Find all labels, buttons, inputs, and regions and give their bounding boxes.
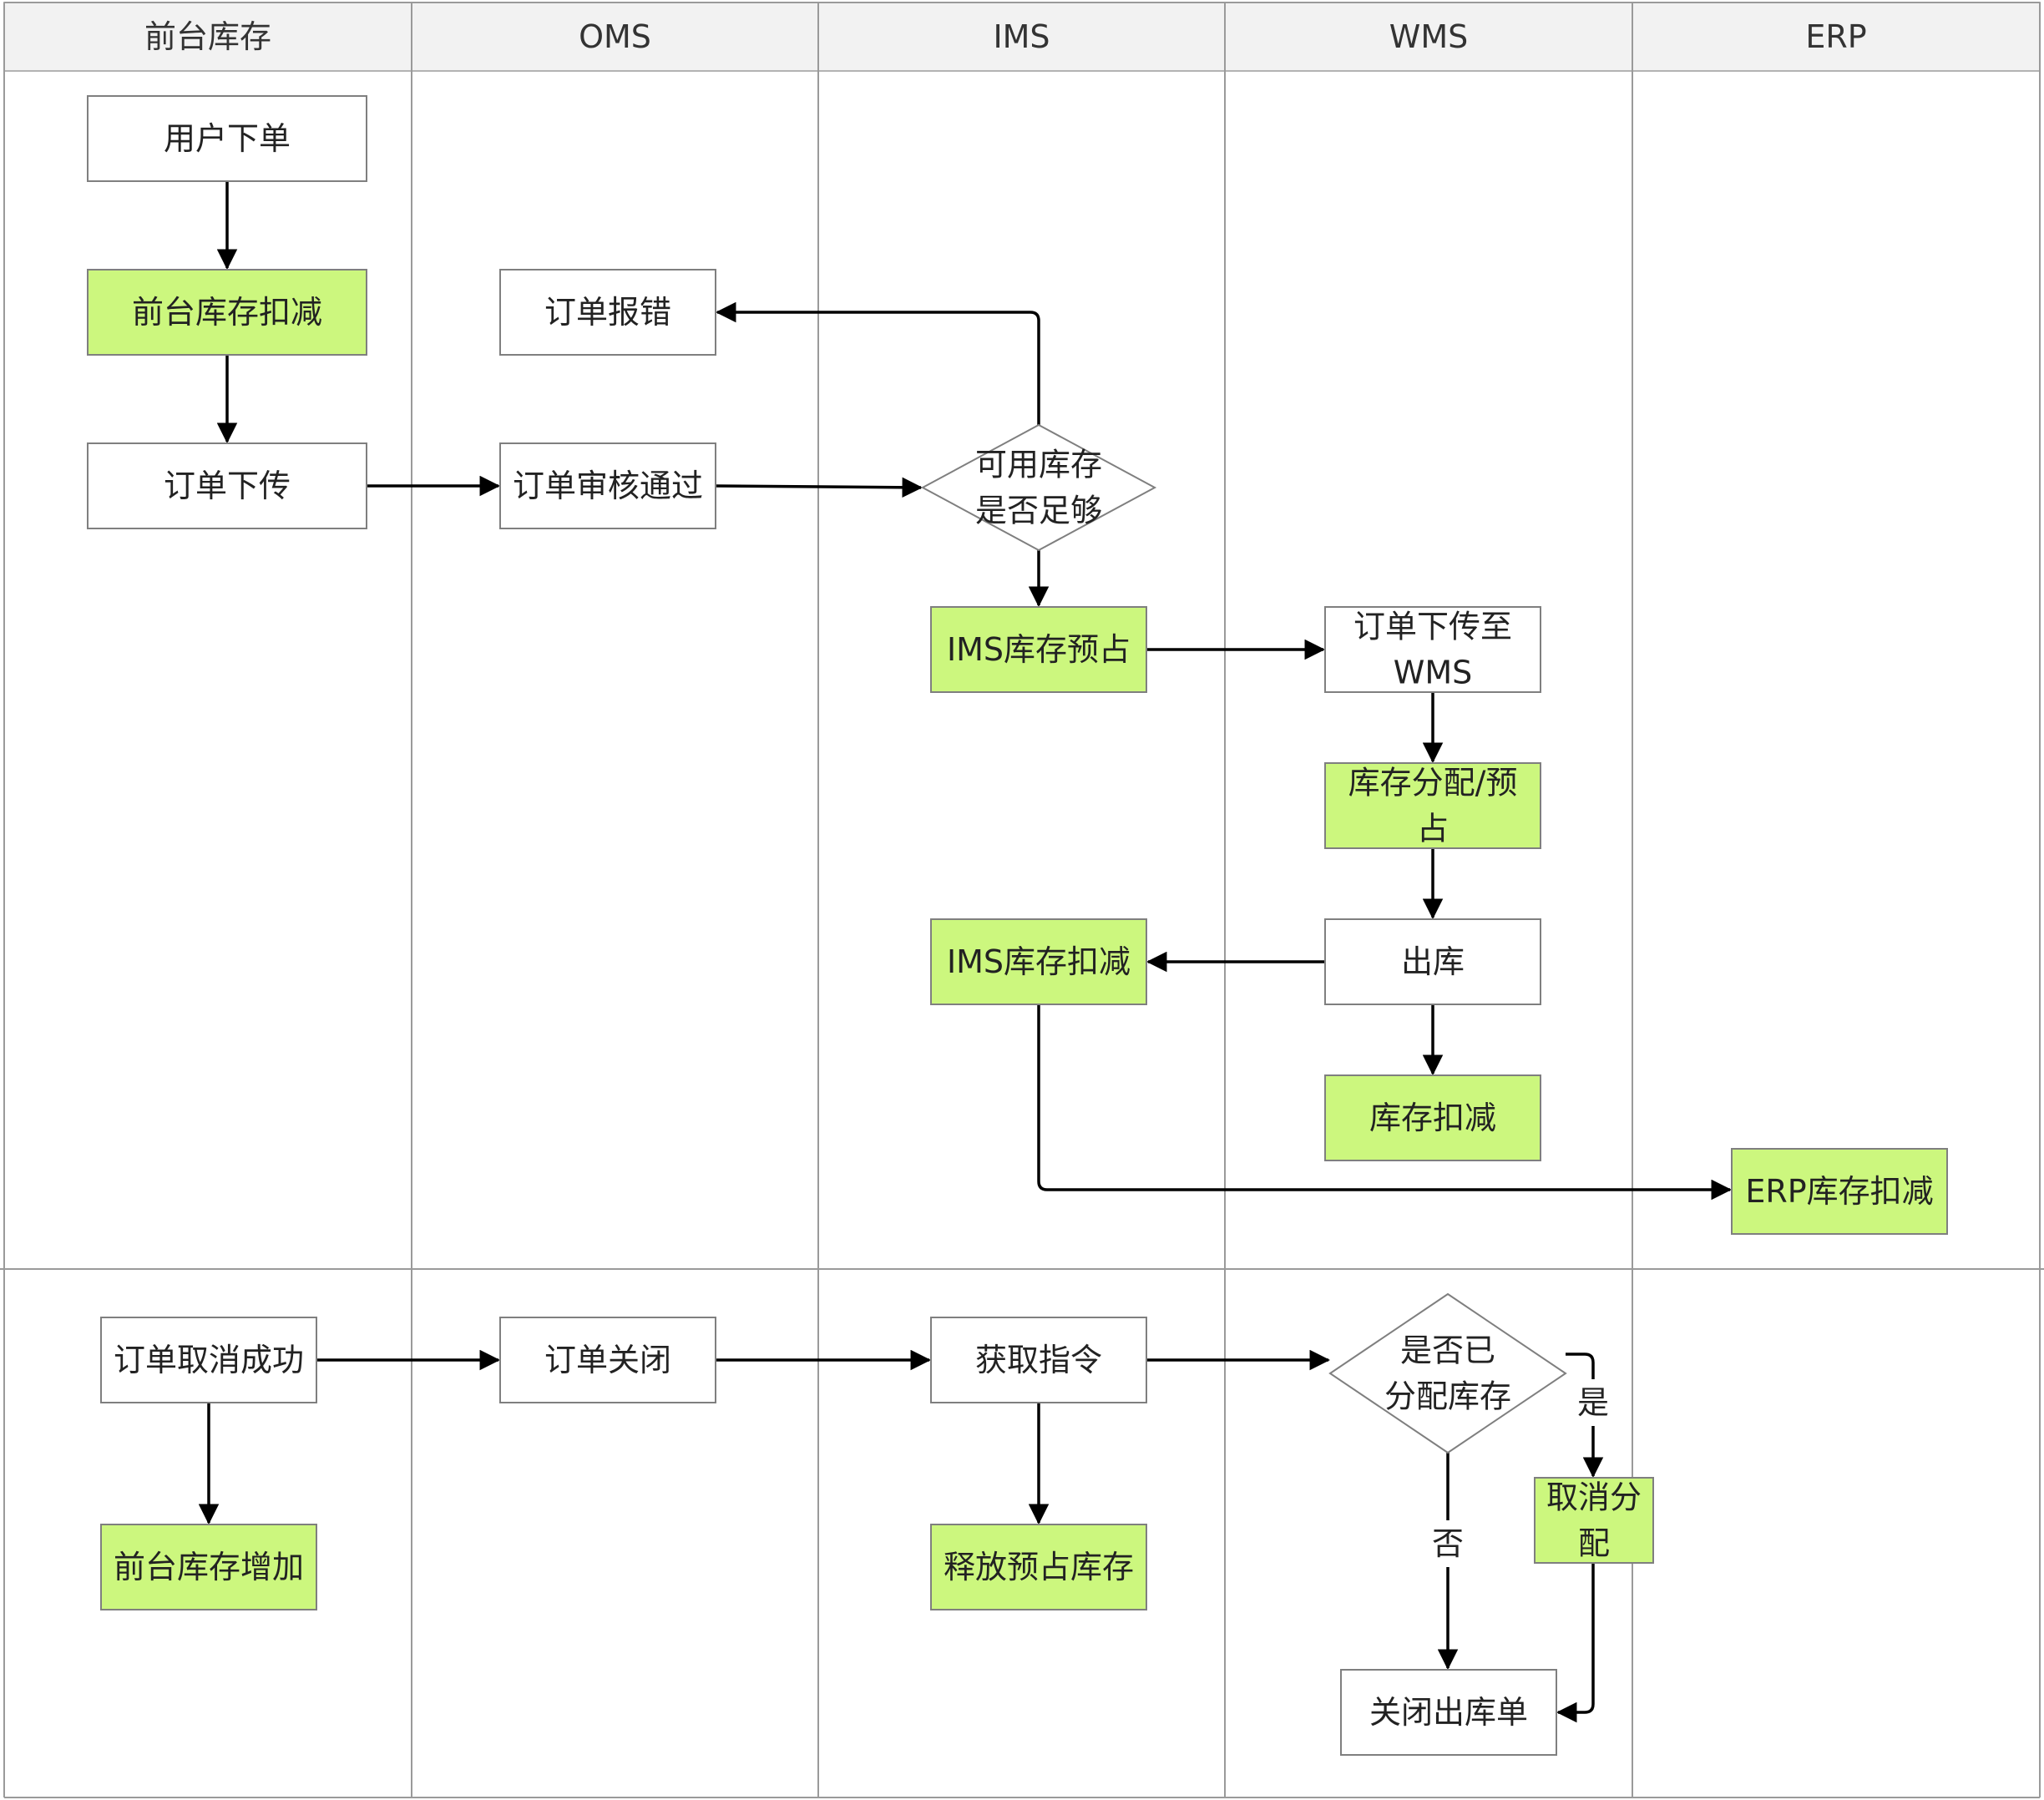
process-box (930, 606, 1147, 693)
process-box (1324, 762, 1541, 849)
process-box (930, 1524, 1147, 1610)
decision-shape (920, 423, 1157, 552)
edge-approved-to-check (715, 477, 923, 498)
node-order-down: 订单下传 (87, 442, 367, 529)
process-box (87, 269, 367, 356)
process-box (930, 918, 1147, 1005)
process-box (1731, 1148, 1948, 1235)
process-box (1324, 606, 1541, 693)
process-box (1324, 1074, 1541, 1161)
lane-header-erp: ERP (1805, 18, 1866, 55)
process-box (1324, 918, 1541, 1005)
node-label: 订单取消成功 (114, 1342, 304, 1378)
node-label: 出库 (1401, 943, 1465, 980)
node-label: 前台库存扣减 (132, 294, 322, 331)
node-cancel-ok: 订单取消成功 (100, 1317, 317, 1403)
node-close-outbound: 关闭出库单 (1340, 1669, 1557, 1756)
node-label: 前台库存增加 (114, 1549, 304, 1585)
node-order-to-wms: 订单下传至 WMS (1324, 606, 1541, 693)
node-label: 分配库存 (1384, 1378, 1511, 1415)
edge-check-to-error (715, 301, 1040, 425)
node-ims-deduct: IMS库存扣减 (930, 918, 1147, 1005)
process-box (930, 1317, 1147, 1403)
lane-header-ims: IMS (993, 18, 1050, 55)
node-label: 订单下传 (164, 468, 291, 504)
process-box (1340, 1669, 1557, 1756)
node-label: 订单报错 (544, 294, 671, 331)
process-box (499, 1317, 716, 1403)
node-label: ERP库存扣减 (1745, 1173, 1933, 1210)
node-label: 占 (1417, 811, 1449, 847)
node-order-close: 订单关闭 (499, 1317, 716, 1403)
node-label: WMS (1394, 655, 1472, 691)
node-label: 是否已 (1400, 1332, 1495, 1369)
node-label: 释放预占库存 (944, 1549, 1134, 1585)
edge-label-allocated-yes: 是 (1577, 1384, 1609, 1421)
node-label: 订单关闭 (544, 1342, 671, 1378)
node-label: 可用库存 (975, 447, 1102, 483)
node-erp-deduct: ERP库存扣减 (1731, 1148, 1948, 1235)
edge-allocated-yes (1566, 1353, 1604, 1479)
node-label: 订单审核通过 (513, 468, 703, 504)
node-label: 库存分配/预 (1348, 765, 1518, 801)
nodes: 用户下单前台库存扣减订单下传订单报错订单审核通过可用库存是否足够IMS库存预占订… (87, 95, 1948, 1756)
node-label: IMS库存预占 (947, 631, 1131, 668)
edge-ims-deduct-to-erp (1037, 1004, 1733, 1201)
decision-shape (1328, 1292, 1567, 1454)
node-front-increase: 前台库存增加 (100, 1524, 317, 1610)
node-label: 库存扣减 (1369, 1100, 1496, 1136)
node-wms-allocate: 库存分配/预占 (1324, 762, 1541, 849)
node-get-command: 获取指令 (930, 1317, 1147, 1403)
process-box (100, 1317, 317, 1403)
edge-label-bg-allocated-yes (1571, 1379, 1615, 1426)
edge-labels: 是否 (1426, 1379, 1615, 1567)
process-box (499, 442, 716, 529)
node-label: 是否足够 (975, 493, 1102, 529)
edge-cancel-alloc-to-close (1556, 1563, 1595, 1723)
process-box (87, 442, 367, 529)
node-label: 订单下传至 (1353, 609, 1512, 645)
node-outbound: 出库 (1324, 918, 1541, 1005)
node-wms-deduct: 库存扣减 (1324, 1074, 1541, 1161)
node-order-approved: 订单审核通过 (499, 442, 716, 529)
edge-label-bg-allocated-no (1426, 1520, 1470, 1567)
node-user-order: 用户下单 (87, 95, 367, 182)
node-label: 配 (1578, 1525, 1610, 1562)
node-label: IMS库存扣减 (947, 943, 1131, 980)
node-label: 获取指令 (975, 1342, 1102, 1378)
node-ims-reserve: IMS库存预占 (930, 606, 1147, 693)
node-label: 取消分 (1546, 1479, 1642, 1516)
lane-header-wms: WMS (1389, 18, 1468, 55)
process-box (100, 1524, 317, 1610)
process-box (499, 269, 716, 356)
node-front-deduct: 前台库存扣减 (87, 269, 367, 356)
node-label: 用户下单 (164, 120, 291, 157)
lane-header-frontend: 前台库存 (144, 18, 271, 55)
node-release-reserve: 释放预占库存 (930, 1524, 1147, 1610)
lane-header-oms: OMS (579, 18, 651, 55)
lane-header-bar (3, 2, 2041, 72)
edge-label-allocated-no: 否 (1432, 1525, 1464, 1562)
node-order-error: 订单报错 (499, 269, 716, 356)
process-box (87, 95, 367, 182)
node-label: 关闭出库单 (1369, 1694, 1528, 1731)
process-box (1534, 1477, 1654, 1564)
